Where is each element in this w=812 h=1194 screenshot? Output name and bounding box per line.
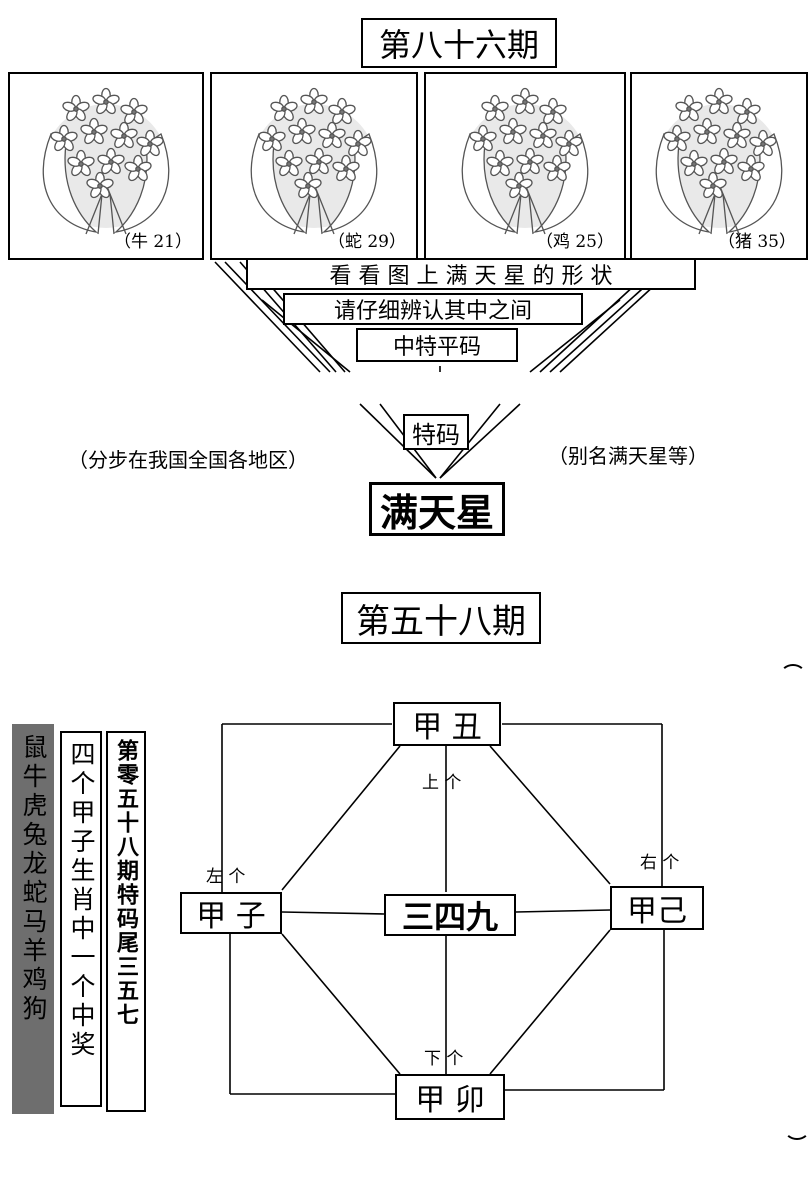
- hint-column: 四个甲子生肖中一个中奖: [60, 731, 102, 1107]
- label-right: 右 个: [640, 853, 680, 873]
- flower-panel-3: （鸡 25）: [424, 72, 626, 260]
- binding-mark-bottom: [784, 1118, 810, 1140]
- line-check-carefully: 请仔细辨认其中之间: [283, 293, 583, 325]
- binding-mark-top: [780, 664, 806, 686]
- panel-label: （牛 21）: [113, 232, 192, 252]
- tail-column: 第零五十八期特码尾三五七: [106, 731, 146, 1112]
- special-code-label: 特码: [403, 414, 469, 450]
- line-look-at-shape: 看 看 图 上 满 天 星 的 形 状: [246, 258, 696, 290]
- flower-panel-2: （蛇 29）: [210, 72, 418, 260]
- label-up: 上 个: [422, 773, 462, 793]
- panel-label: （猪 35）: [717, 232, 796, 252]
- node-jia-mao: 甲 卯: [395, 1074, 505, 1120]
- node-jia-chou: 甲 丑: [393, 702, 501, 746]
- left-note: （分步在我国全国各地区）: [68, 448, 308, 472]
- panel-label: （蛇 29）: [327, 232, 406, 252]
- flower-bouquet-icon: [461, 87, 589, 235]
- issue86-title: 第八十六期: [361, 18, 557, 68]
- label-left: 左 个: [206, 867, 246, 887]
- right-note: （别名满天星等）: [548, 444, 708, 468]
- panel-label: （鸡 25）: [535, 232, 614, 252]
- issue58-title: 第五十八期: [341, 592, 541, 644]
- flower-panel-4: （猪 35）: [630, 72, 808, 260]
- zodiac-column: 鼠牛虎兔龙蛇马羊鸡狗: [12, 724, 54, 1114]
- flower-bouquet-icon: [655, 87, 783, 235]
- line-special-regular: 中特平码: [356, 328, 518, 362]
- node-jia-zi: 甲 子: [180, 892, 282, 934]
- flower-bouquet-icon: [42, 87, 170, 235]
- node-jia-ji: 甲己: [610, 886, 704, 930]
- flower-bouquet-icon: [250, 87, 378, 235]
- flower-panel-1: （牛 21）: [8, 72, 204, 260]
- answer-box: 满天星: [369, 482, 505, 536]
- label-down: 下 个: [424, 1049, 464, 1069]
- center-numbers: 三四九: [384, 894, 516, 936]
